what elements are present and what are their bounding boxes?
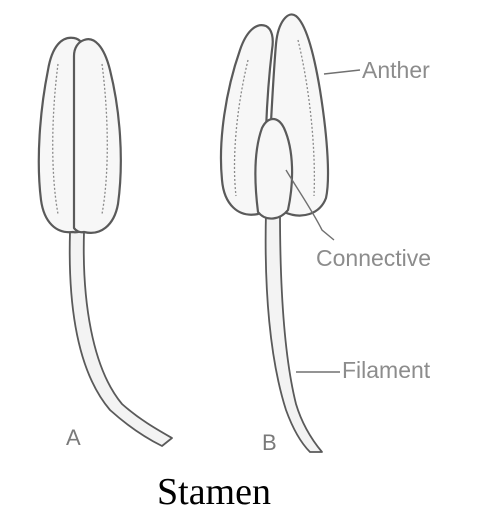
filament-b: [266, 212, 322, 452]
figure-caption: Stamen: [157, 471, 271, 512]
anther-lobe-a-right: [74, 39, 121, 233]
leader-line-anther: [324, 70, 360, 74]
label-filament: Filament: [342, 357, 431, 383]
label-anther: Anther: [362, 57, 430, 83]
stamen-a: A: [39, 38, 172, 450]
filament-a: [70, 232, 172, 446]
panel-label-b: B: [262, 430, 277, 455]
connective-b: [255, 119, 292, 219]
stamen-b: B: [221, 14, 328, 455]
label-connective: Connective: [316, 245, 431, 271]
panel-label-a: A: [66, 425, 81, 450]
